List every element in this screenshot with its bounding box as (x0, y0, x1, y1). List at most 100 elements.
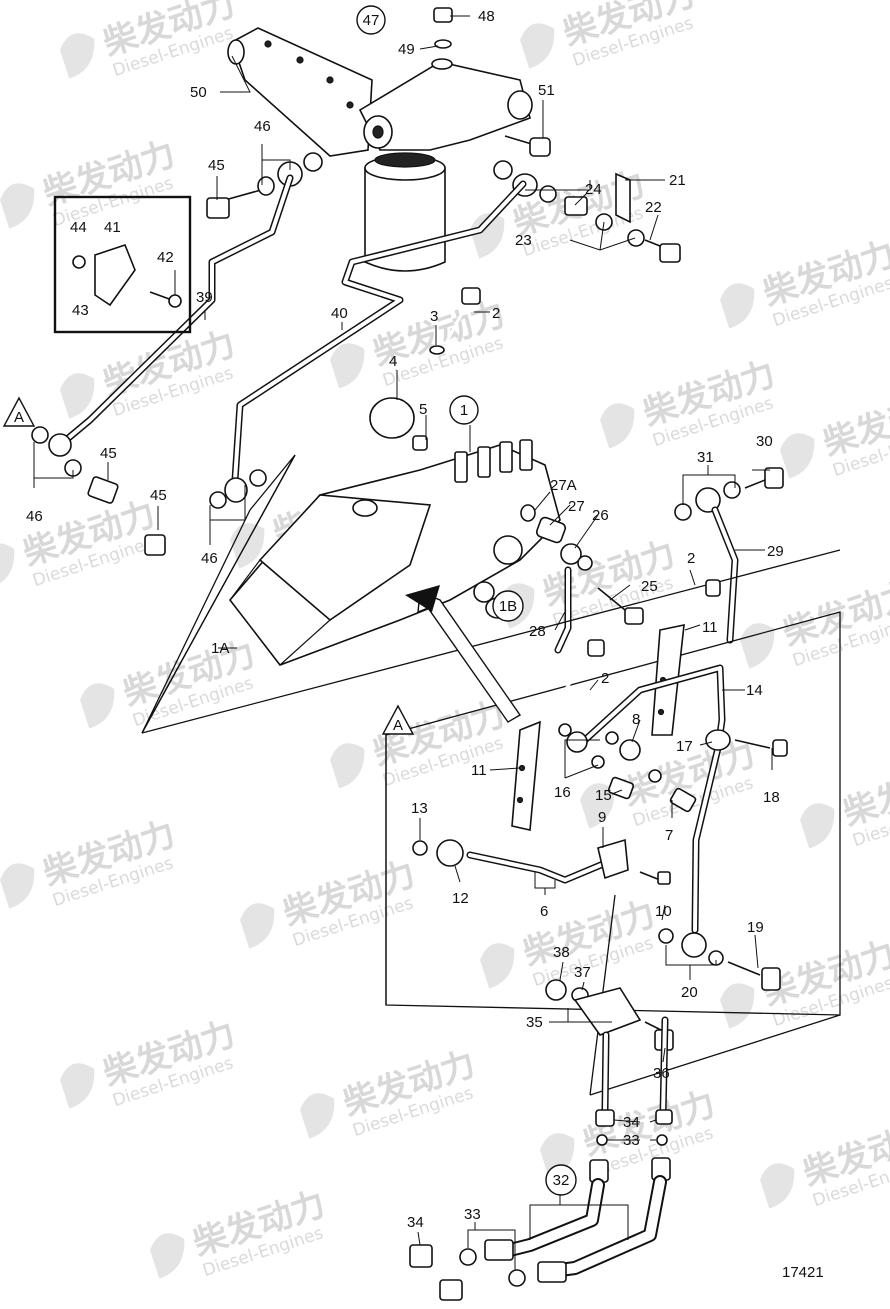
callout-29: 29 (767, 543, 784, 560)
callout-41: 41 (104, 219, 121, 236)
callout-labels: 48 49 50 51 46 45 21 24 22 23 39 40 2 3 … (26, 8, 784, 1231)
section-markers: A A (2, 396, 415, 735)
circled-callouts: 47 1 1B 32 (356, 5, 577, 1196)
callout-45a: 45 (208, 157, 225, 174)
circled-1: 1 (460, 402, 468, 419)
section-frames (141, 454, 841, 1096)
callout-45c: 45 (150, 487, 167, 504)
callout-7: 7 (665, 827, 673, 844)
callout-39: 39 (196, 289, 213, 306)
callout-2a: 2 (492, 305, 500, 322)
callout-15: 15 (595, 787, 612, 804)
injection-pump (228, 439, 561, 666)
filter-assembly (227, 7, 551, 272)
callout-31: 31 (697, 449, 714, 466)
callout-46b: 46 (26, 508, 43, 525)
lower-brackets (511, 579, 721, 831)
callout-9: 9 (598, 809, 606, 826)
callout-38: 38 (553, 944, 570, 961)
callout-12: 12 (452, 890, 469, 907)
callout-10: 10 (655, 903, 672, 920)
callout-17: 17 (676, 738, 693, 755)
lower-right-banjo (658, 928, 781, 991)
callout-5: 5 (419, 401, 427, 418)
callout-8: 8 (632, 711, 640, 728)
callout-6: 6 (540, 903, 548, 920)
callout-19: 19 (747, 919, 764, 936)
callout-2b: 2 (687, 550, 695, 567)
pipe-14-and-fittings (558, 664, 788, 934)
callout-16: 16 (554, 784, 571, 801)
callout-23: 23 (515, 232, 532, 249)
section-marker-a-left: A (14, 409, 24, 426)
callout-27A: 27A (550, 477, 577, 494)
callout-18: 18 (763, 789, 780, 806)
callout-43: 43 (72, 302, 89, 319)
leader-lines (33, 15, 773, 1270)
callout-3: 3 (430, 308, 438, 325)
callout-24: 24 (585, 181, 602, 198)
callout-27: 27 (568, 498, 585, 515)
pipe-6-and-clip (412, 838, 671, 885)
filter-head (358, 61, 531, 151)
callout-46a: 46 (254, 118, 271, 135)
callout-35: 35 (526, 1014, 543, 1031)
callout-37: 37 (574, 964, 591, 981)
callout-48: 48 (478, 8, 495, 25)
return-line-top (674, 467, 784, 644)
section-marker-a-lower: A (393, 717, 403, 734)
callout-33b: 33 (464, 1206, 481, 1223)
mount-bolts (369, 287, 481, 451)
callout-28: 28 (529, 623, 546, 640)
callout-30: 30 (756, 433, 773, 450)
callout-40: 40 (331, 305, 348, 322)
fuel-pipes (31, 174, 527, 556)
callout-21: 21 (669, 172, 686, 189)
figure-number: 17421 (782, 1264, 824, 1281)
callout-33a: 33 (623, 1132, 640, 1149)
callout-45b: 45 (100, 445, 117, 462)
callout-14: 14 (746, 682, 763, 699)
callout-51: 51 (538, 82, 555, 99)
callout-36: 36 (653, 1065, 670, 1082)
inset-box (53, 195, 192, 334)
bracket-plate (231, 27, 373, 157)
circled-1B: 1B (499, 598, 517, 615)
direction-arrow (405, 585, 522, 723)
callout-26: 26 (592, 507, 609, 524)
callout-50: 50 (190, 84, 207, 101)
callout-34b: 34 (407, 1214, 424, 1231)
callout-11b: 11 (471, 762, 487, 779)
clamp-35 (545, 979, 674, 1051)
callout-20: 20 (681, 984, 698, 1001)
circled-32: 32 (553, 1172, 570, 1189)
callout-25: 25 (641, 578, 658, 595)
callout-22: 22 (645, 199, 662, 216)
callout-13: 13 (411, 800, 428, 817)
callout-49: 49 (398, 41, 415, 58)
callout-2c: 2 (601, 670, 609, 687)
callout-1A: 1A (211, 640, 229, 657)
callout-34a: 34 (623, 1114, 640, 1131)
callout-46c: 46 (201, 550, 218, 567)
